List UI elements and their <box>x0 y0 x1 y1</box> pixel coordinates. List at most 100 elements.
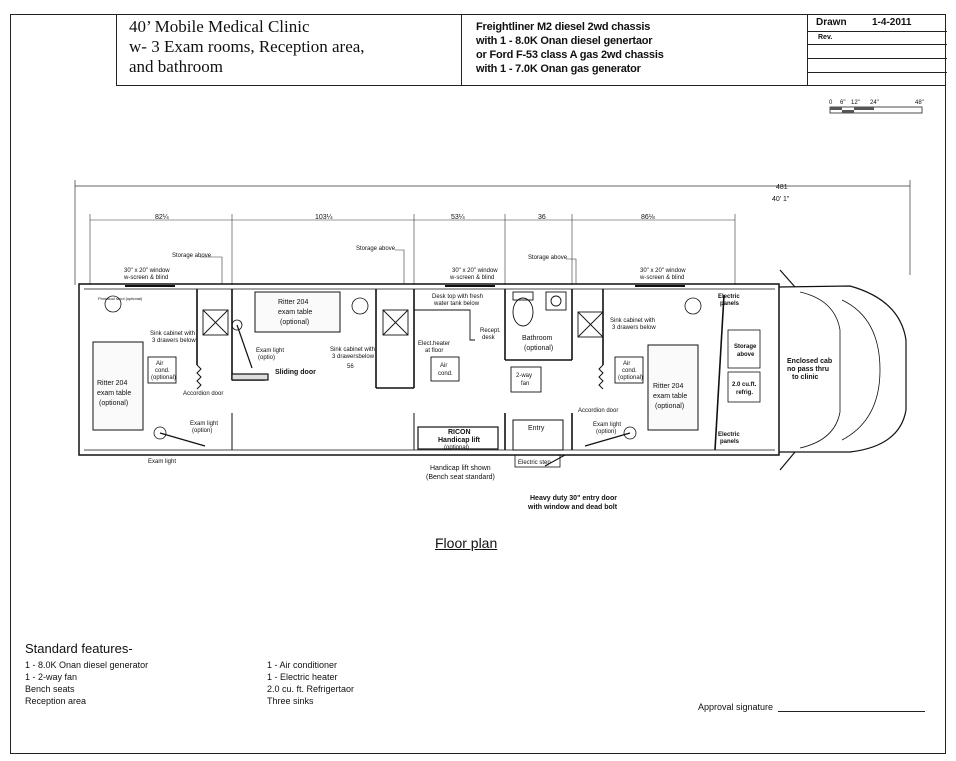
entry-door-note-sub: with window and dead bolt <box>527 504 618 511</box>
ac-2-sub: cond. <box>438 371 453 377</box>
feature-right-4: Three sinks <box>267 696 314 706</box>
sink-2-sub: 3 drawersbelow <box>332 354 375 360</box>
window-1-sub: w-screen & blind <box>123 275 168 281</box>
exam-tables <box>92 291 699 431</box>
electric-step-label: Electric step <box>518 460 551 466</box>
dim-56: 56 <box>347 364 354 370</box>
ricon-sub: Handicap lift <box>438 437 481 444</box>
feature-right-2: 1 - Electric heater <box>267 672 338 682</box>
sliding-door-label: Sliding door <box>275 369 316 376</box>
storage-front-sub: above <box>737 352 755 358</box>
fan-box <box>510 366 542 393</box>
dim-overall-ft: 40’ 1" <box>772 196 790 203</box>
recept-label: Recept. <box>480 328 501 334</box>
electric-step-box <box>514 454 561 468</box>
ricon-label: RICON <box>448 429 471 436</box>
cab-label-1: Enclosed cab <box>787 358 832 365</box>
overall-dimension <box>74 180 911 285</box>
cab-label-3: to clinic <box>792 374 819 381</box>
approval-signature-line[interactable] <box>778 711 925 712</box>
elec-heater-sub: at floor <box>425 348 443 354</box>
handicap-note: Handicap lift shown <box>430 465 491 472</box>
ac-3-sub: cond. <box>622 368 637 374</box>
accordion-1: Accordion door <box>183 391 223 397</box>
ritter-right-2: exam table <box>653 393 687 400</box>
storage-front: Storage <box>734 344 757 350</box>
cab-label-2: no pass thru <box>787 366 829 373</box>
dim-seg-3: 53¼ <box>451 214 465 221</box>
drawing-sheet <box>10 14 946 754</box>
exam-light-2-sub: (option) <box>192 428 212 434</box>
feature-left-3: Bench seats <box>25 684 75 694</box>
elec-panels-1-sub: panels <box>720 301 740 307</box>
fan-label: 2-way <box>516 373 532 379</box>
title-block-name: 40’ Mobile Medical Clinic w- 3 Exam room… <box>116 14 462 86</box>
window-1-label: 30" x 20" window <box>124 268 170 274</box>
ac-3-label: Air <box>623 361 630 367</box>
title-line-1: 40’ Mobile Medical Clinic <box>129 17 310 36</box>
entry-door-note: Heavy duty 30" entry door <box>530 495 617 502</box>
stool-label-1: Phmatool stool (optional) <box>98 296 143 301</box>
title-block-revision: Drawn 1-4-2011 Rev. <box>807 14 947 86</box>
rev-label: Rev. <box>818 34 833 41</box>
air-conditioners <box>147 356 644 384</box>
feature-right-3: 2.0 cu. ft. Refrigertaor <box>267 684 355 694</box>
ac-1-sub: cond. <box>155 368 170 374</box>
storage-above-2: Storage above <box>356 246 396 252</box>
dim-seg-5: 86⅛ <box>641 214 655 221</box>
front-panels <box>727 329 761 403</box>
ritter-center-2: exam table <box>278 309 312 316</box>
ac-1-label: Air <box>156 361 163 367</box>
feature-left-4: Reception area <box>25 696 87 706</box>
ritter-left-3: (optional) <box>99 400 128 407</box>
standard-features-title: Standard features- <box>25 641 133 656</box>
cab-outline <box>778 269 907 471</box>
ritter-left-2: exam table <box>97 390 131 397</box>
dim-overall: 481 <box>776 184 788 191</box>
feature-right-1: 1 - Air conditioner <box>267 660 338 670</box>
storage-above-3: Storage above <box>528 255 568 261</box>
window-2-sub: w-screen & blind <box>449 275 494 281</box>
scale-bar: 0 6" 12" 24" 48" <box>829 100 924 114</box>
exam-light-3-sub: (option) <box>596 429 616 435</box>
storage-above-1: Storage above <box>172 253 212 259</box>
elec-heater: Elect.heater <box>418 341 450 347</box>
ritter-right-1: Ritter 204 <box>653 383 683 390</box>
chassis-line-2: with 1 - 8.0K Onan diesel genertaor <box>476 35 653 47</box>
window-3-sub: w-screen & blind <box>639 275 684 281</box>
window-3-label: 30" x 20" window <box>640 268 686 274</box>
bathroom-sub: (optional) <box>524 345 553 352</box>
elec-panels-2-sub: panels <box>720 439 740 445</box>
ritter-left-1: Ritter 204 <box>97 380 127 387</box>
refrig-sub: refrig. <box>736 390 753 396</box>
scale-6: 6" <box>840 100 845 106</box>
ritter-right-3: (optional) <box>655 403 684 410</box>
scale-24: 24" <box>870 100 879 106</box>
ac-3-opt: (optional) <box>618 375 643 381</box>
chassis-line-3: or Ford F-53 class A gas 2wd chassis <box>476 49 664 61</box>
scale-0: 0 <box>829 100 833 106</box>
entry-box <box>512 419 564 451</box>
approval-label: Approval signature <box>698 702 774 712</box>
exam-light-2: Exam light <box>190 421 218 427</box>
scale-12: 12" <box>851 100 860 106</box>
ac-1-opt: (optional) <box>151 375 176 381</box>
feature-left-1: 1 - 8.0K Onan diesel generator <box>25 660 149 670</box>
exam-light-4: Exam light <box>148 459 176 465</box>
dim-seg-1: 82¼ <box>155 214 169 221</box>
ac-2-label: Air <box>440 363 447 369</box>
vehicle-body <box>78 283 780 456</box>
ritter-center-1: Ritter 204 <box>278 299 308 306</box>
title-line-3: and bathroom <box>129 57 223 76</box>
sink-cabinets <box>202 309 604 338</box>
segment-dimensions <box>89 214 736 285</box>
stools <box>104 295 702 315</box>
exam-light-1-sub: (optio) <box>258 355 275 361</box>
desk-label: Desk top with fresh <box>432 294 483 300</box>
ricon-lift-box <box>417 426 499 450</box>
bathroom-label: Bathroom <box>522 335 553 342</box>
sink-2-label: Sink cabinet with <box>330 347 375 353</box>
title-block-chassis: Freightliner M2 diesel 2wd chassis with … <box>462 14 807 86</box>
bathroom-fixtures <box>512 291 567 327</box>
